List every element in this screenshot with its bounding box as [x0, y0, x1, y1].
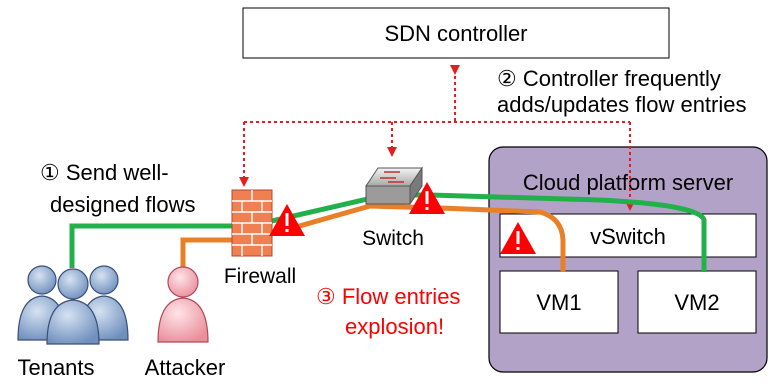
cloud-server-label: Cloud platform server [523, 170, 733, 195]
vswitch-label: vSwitch [590, 224, 666, 249]
firewall-label: Firewall [224, 265, 296, 288]
warning-icon [409, 182, 445, 214]
vm1-label: VM1 [536, 290, 581, 315]
switch-label: Switch [362, 227, 424, 250]
tenants-label: Tenants [17, 355, 94, 380]
tenants-icon [17, 265, 129, 345]
step1-line2: designed flows [50, 192, 196, 217]
attacker-icon [157, 266, 209, 343]
warning-icon [269, 204, 305, 236]
attacker-flow-line [180, 203, 566, 272]
step2-line2: adds/updates flow entries [497, 92, 747, 117]
vm2-label: VM2 [674, 290, 719, 315]
control-links [239, 65, 635, 211]
step3-line1: ③ Flow entries [316, 284, 460, 309]
warning-icon [500, 222, 536, 254]
vswitch-box [499, 213, 757, 258]
vm2-box [637, 270, 757, 334]
attacker-label: Attacker [145, 355, 226, 380]
sdn-controller-box [242, 7, 670, 59]
step1-line1: ① Send well- [40, 160, 169, 185]
step3-line2: explosion! [345, 314, 444, 339]
switch-icon [365, 166, 423, 206]
vm1-box [499, 270, 619, 334]
firewall-icon [231, 189, 273, 257]
sdn-controller-label: SDN controller [384, 21, 527, 46]
step2-line1: ② Controller frequently [497, 66, 721, 91]
